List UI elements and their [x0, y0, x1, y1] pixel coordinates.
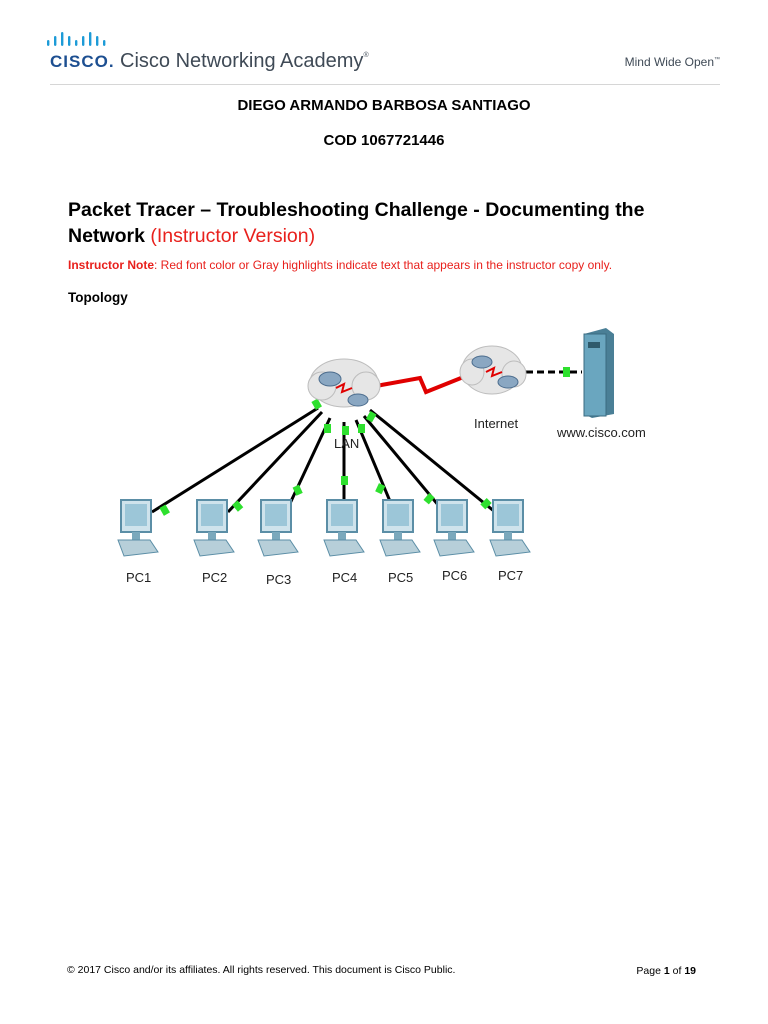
- note-text: : Red font color or Gray highlights indi…: [154, 258, 613, 272]
- internet-label: Internet: [474, 416, 518, 431]
- registered-mark: ®: [363, 52, 369, 59]
- document-title: Packet Tracer – Troubleshooting Challeng…: [68, 197, 708, 249]
- pc-label-pc2: PC2: [202, 570, 227, 585]
- academy-text: Cisco Networking Academy: [120, 50, 364, 72]
- link-lights: [159, 398, 492, 516]
- pc-icon-pc1: [117, 499, 159, 557]
- pc-label-pc3: PC3: [266, 572, 291, 587]
- link-pc2: [226, 410, 324, 514]
- pc-icon-pc5: [379, 499, 421, 557]
- tagline-text: Mind Wide Open: [624, 55, 714, 69]
- pc-icon-pc6: [433, 499, 475, 557]
- page-of: of: [669, 965, 685, 977]
- page-total: 19: [684, 965, 696, 977]
- pc-icon-pc7: [489, 499, 531, 557]
- academy-title: Cisco Networking Academy®: [120, 50, 369, 73]
- wan-link: [375, 374, 467, 395]
- link-pc3: [284, 417, 332, 513]
- pc-label-pc4: PC4: [332, 570, 357, 585]
- page-header: CISCO. Cisco Networking Academy® Mind Wi…: [0, 0, 768, 90]
- page-number: Page 1 of 19: [636, 965, 696, 977]
- title-suffix: (Instructor Version): [150, 225, 316, 247]
- link-pc1: [151, 406, 319, 514]
- pc-icon-pc2: [193, 499, 235, 557]
- section-heading: Topology: [68, 290, 128, 305]
- lan-links: [151, 406, 501, 518]
- tagline: Mind Wide Open™: [625, 55, 720, 69]
- page-current: 1: [663, 965, 670, 977]
- pc-icon-pc4: [323, 499, 365, 557]
- pc-label-pc6: PC6: [442, 568, 467, 583]
- pc-label-pc1: PC1: [126, 570, 151, 585]
- cisco-logo-bars-icon: [47, 32, 106, 46]
- link-pc7: [369, 408, 501, 518]
- lan-cloud-icon: [307, 358, 381, 408]
- trademark-mark: ™: [714, 57, 720, 63]
- link-pc5: [354, 419, 394, 507]
- cisco-wordmark: CISCO.: [50, 52, 115, 71]
- header-divider: [50, 84, 720, 85]
- topology-diagram: LAN Internet www.cisco.com PC1 PC2 PC3 PC4 P…: [117, 328, 646, 587]
- pc-icon-pc3: [257, 499, 299, 557]
- page-prefix: Page: [636, 965, 664, 977]
- footer-copyright: © 2017 Cisco and/or its affiliates. All …: [67, 964, 456, 976]
- internet-cloud-icon: [459, 345, 527, 395]
- author-name: DIEGO ARMANDO BARBOSA SANTIAGO: [237, 97, 531, 114]
- instructor-note: Instructor Note: Red font color or Gray …: [68, 258, 612, 272]
- server-link-light: [563, 367, 570, 377]
- pc-label-pc7: PC7: [498, 568, 523, 583]
- lan-label: LAN: [334, 436, 359, 451]
- author-code: COD 1067721446: [323, 132, 445, 149]
- title-text: Packet Tracer – Troubleshooting Challeng…: [68, 199, 645, 247]
- pc-icons: [117, 499, 531, 557]
- pc-label-pc5: PC5: [388, 570, 413, 585]
- server-icon: [583, 328, 614, 418]
- server-label: www.cisco.com: [556, 425, 646, 440]
- note-label: Instructor Note: [68, 258, 155, 272]
